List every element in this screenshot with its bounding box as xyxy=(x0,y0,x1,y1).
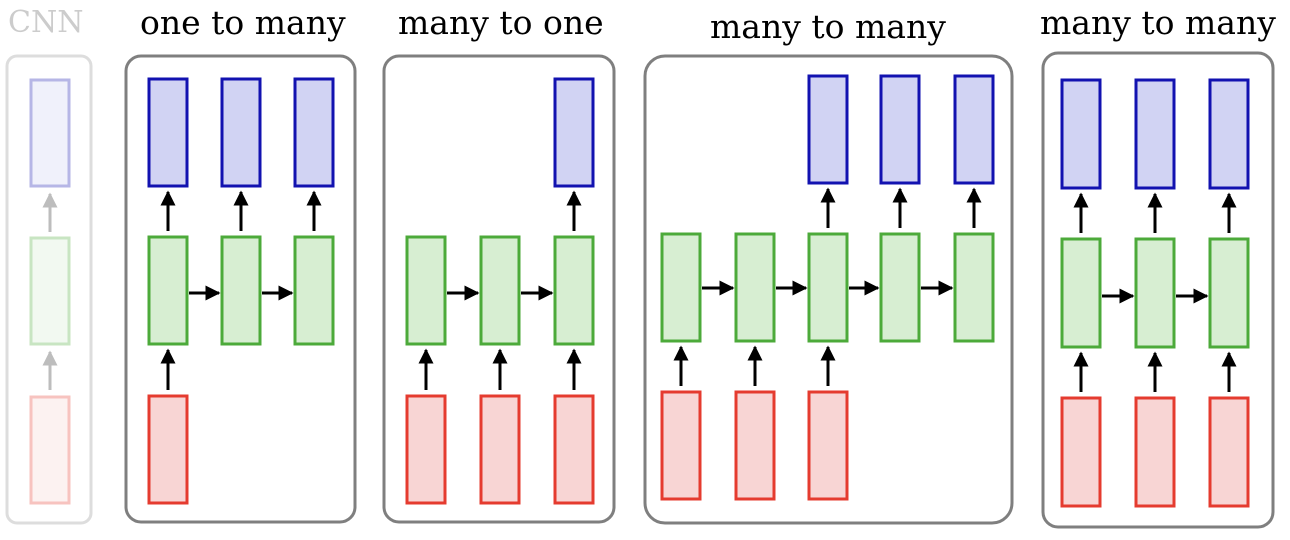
hidden-box xyxy=(553,235,595,346)
panel-title-many-to-one: many to one xyxy=(398,3,604,42)
hidden-box xyxy=(1208,237,1250,349)
output-box xyxy=(879,74,921,185)
output-box xyxy=(1208,78,1250,190)
output-box xyxy=(293,77,335,188)
input-box xyxy=(29,395,71,505)
panel-frame xyxy=(5,54,93,525)
output-box xyxy=(553,77,595,188)
output-box xyxy=(953,74,995,185)
hidden-box xyxy=(1060,237,1102,349)
input-box xyxy=(660,390,702,501)
input-box xyxy=(479,394,521,505)
output-box xyxy=(807,74,849,185)
input-box xyxy=(147,394,189,505)
hidden-box xyxy=(807,232,849,343)
panel-many-to-many-synced xyxy=(1041,51,1275,529)
input-box xyxy=(734,390,776,501)
hidden-box xyxy=(734,232,776,343)
panel-many-to-many-delayed xyxy=(643,54,1014,525)
output-box xyxy=(147,77,189,188)
panel-frame xyxy=(124,54,357,524)
panel-cnn xyxy=(5,54,93,525)
panel-one-to-many xyxy=(124,54,357,524)
panel-title-one-to-many: one to many xyxy=(140,3,346,42)
panel-frame xyxy=(643,54,1014,525)
hidden-box xyxy=(953,232,995,343)
input-box xyxy=(1134,396,1176,508)
input-box xyxy=(1060,396,1102,508)
panel-title-many-to-many-2: many to many xyxy=(1040,3,1276,42)
hidden-box xyxy=(405,235,447,346)
panel-title-many-to-many-1: many to many xyxy=(710,7,946,46)
input-box xyxy=(807,390,849,501)
hidden-box xyxy=(879,232,921,343)
hidden-box xyxy=(1134,237,1176,349)
input-box xyxy=(1208,396,1250,508)
panel-title-cnn: CNN xyxy=(8,5,84,40)
hidden-box xyxy=(147,235,189,346)
panel-many-to-one xyxy=(382,54,616,524)
hidden-box xyxy=(220,235,262,346)
hidden-box xyxy=(479,235,521,346)
input-box xyxy=(405,394,447,505)
output-box xyxy=(29,78,71,188)
input-box xyxy=(553,394,595,505)
hidden-box xyxy=(660,232,702,343)
output-box xyxy=(1134,78,1176,190)
panel-frame xyxy=(1041,51,1275,529)
hidden-box xyxy=(293,235,335,346)
panel-frame xyxy=(382,54,616,524)
output-box xyxy=(220,77,262,188)
hidden-box xyxy=(29,236,71,346)
output-box xyxy=(1060,78,1102,190)
